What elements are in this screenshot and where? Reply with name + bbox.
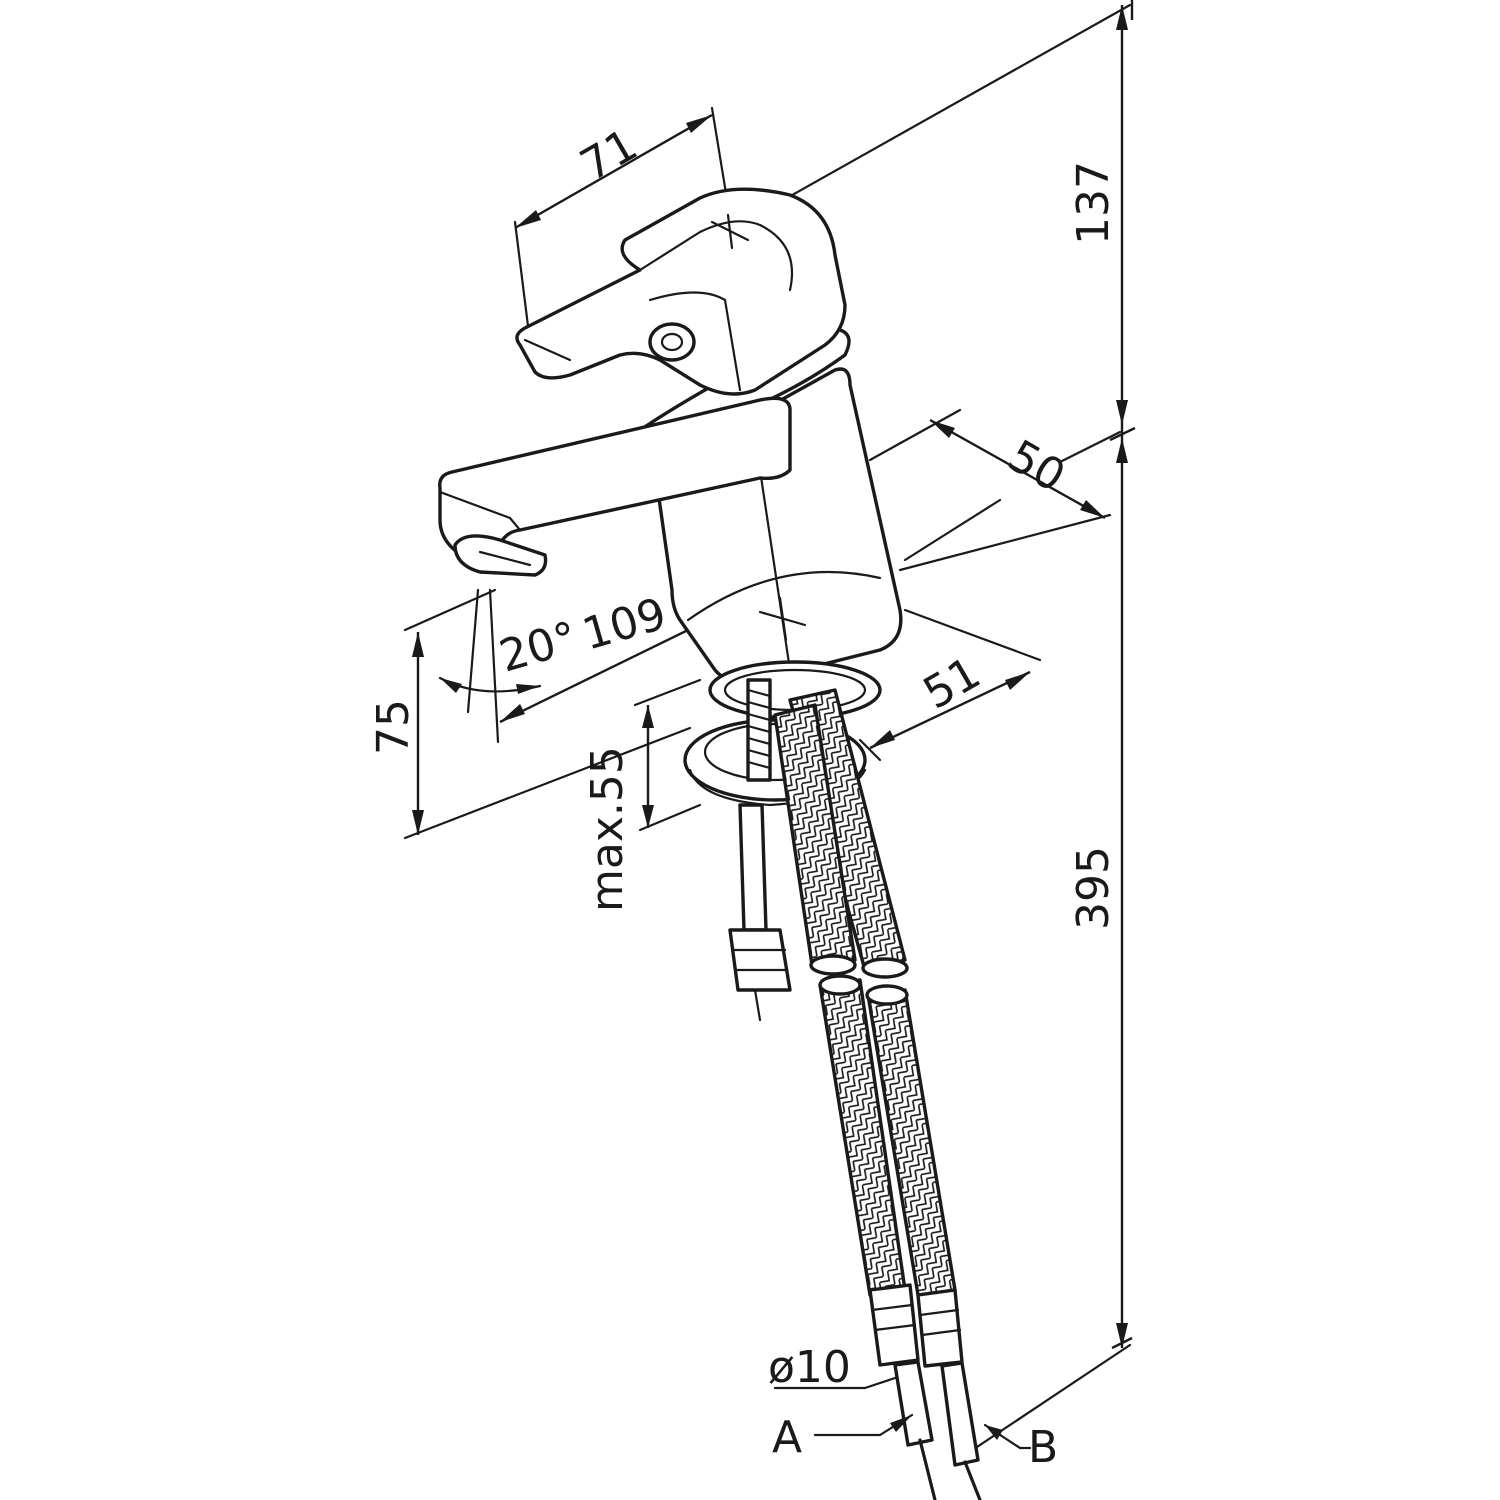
- hose-diameter-leader: [773, 1376, 897, 1390]
- dim-hose-diameter: ø10: [768, 1342, 851, 1393]
- right-dimension-line: [1109, 0, 1136, 1350]
- dim-spout-angle: 20°: [494, 612, 583, 683]
- dim-hose-length: 395: [1068, 846, 1119, 930]
- spout-height-dimension: [403, 588, 692, 840]
- dim-handle-length: 71: [572, 119, 646, 191]
- extension-line-bottom: [963, 1343, 1132, 1457]
- deck-thickness-dimension: [633, 678, 702, 832]
- dim-total-height: 137: [1068, 161, 1119, 245]
- base-width-dimension: [858, 608, 1042, 762]
- base-depth-dimension: [868, 408, 1122, 572]
- connection-b-label: B: [1028, 1422, 1058, 1473]
- dim-base-width: 51: [915, 647, 989, 719]
- dim-base-depth: 50: [1000, 430, 1074, 502]
- handle-dimension: [513, 106, 734, 344]
- dim-spout-height: 75: [368, 699, 419, 755]
- connection-leaders: [813, 1413, 1032, 1450]
- faucet-spout: [438, 396, 792, 577]
- extension-line-top: [728, 3, 1132, 232]
- faucet-handle: [515, 187, 847, 396]
- dim-max-deck-thickness: max.55: [582, 746, 633, 912]
- braided-hoses: [773, 688, 982, 1500]
- dim-spout-reach: 109: [577, 588, 672, 660]
- connection-a-label: A: [772, 1412, 802, 1463]
